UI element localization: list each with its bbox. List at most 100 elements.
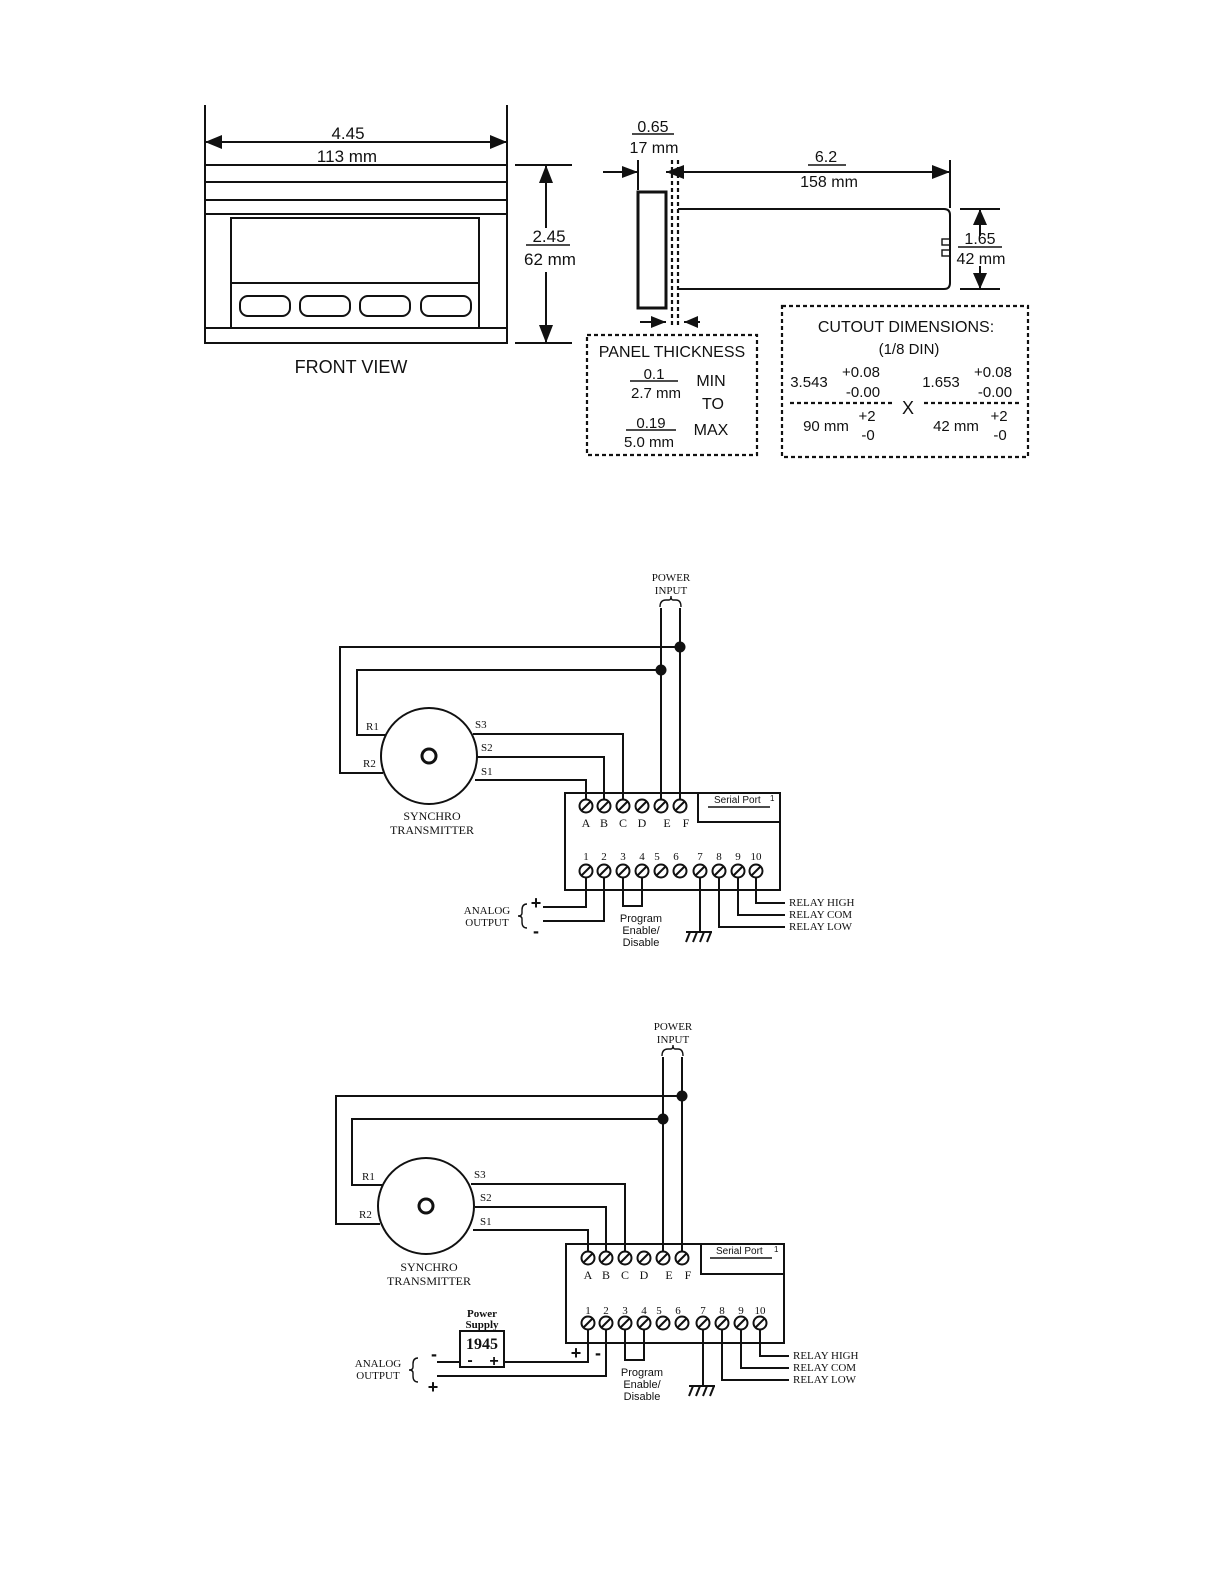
terminal-label: 8 bbox=[716, 851, 722, 863]
terminal-1 bbox=[580, 1315, 596, 1331]
power-input-label-1: POWER bbox=[654, 1021, 693, 1033]
relay-high-label: RELAY HIGH bbox=[793, 1350, 859, 1362]
terminal-2 bbox=[596, 863, 612, 879]
analog-label-1: ANALOG bbox=[464, 905, 510, 917]
terminal-label: 3 bbox=[622, 1305, 628, 1317]
terminal-label: 9 bbox=[735, 851, 741, 863]
front-display-window bbox=[230, 217, 480, 284]
program-label-1: Program bbox=[620, 913, 662, 925]
terminal-label: B bbox=[600, 816, 608, 830]
side-connector-tab bbox=[941, 238, 951, 246]
program-label-2: Enable/ bbox=[622, 925, 660, 937]
bottom-terminals: 1 2 3 4 5 6 7 8 9 10 bbox=[580, 1305, 768, 1331]
program-jumper bbox=[624, 1329, 645, 1361]
cutout-width-tol-minus: -0.00 bbox=[846, 384, 880, 401]
cutout-border bbox=[780, 304, 1030, 459]
terminal-label: A bbox=[584, 1268, 593, 1282]
analog-brace bbox=[408, 1357, 419, 1383]
wire-relay-com bbox=[740, 1329, 789, 1369]
s2-label: S2 bbox=[481, 742, 493, 754]
arrow-left bbox=[666, 165, 684, 179]
cutout-width-tol-plus: +0.08 bbox=[842, 364, 880, 381]
arrow-right bbox=[932, 165, 950, 179]
analog-brace bbox=[517, 903, 528, 929]
terminal-3 bbox=[617, 1315, 633, 1331]
wire-r2 bbox=[335, 1095, 682, 1225]
terminal-d bbox=[636, 1250, 652, 1266]
power-input-label-2: INPUT bbox=[657, 1034, 690, 1046]
panel-max-mm: 5.0 mm bbox=[624, 434, 674, 451]
terminal-label: E bbox=[663, 816, 670, 830]
side-height-mm: 42 mm bbox=[957, 251, 1006, 268]
top-terminals: A B C D E F bbox=[578, 798, 690, 830]
analog-plus-sign: + bbox=[428, 1377, 439, 1397]
program-label-2: Enable/ bbox=[623, 1379, 661, 1391]
r2-label: R2 bbox=[363, 758, 376, 770]
side-bezel-in: 0.65 bbox=[637, 119, 668, 136]
terminal-label: 6 bbox=[673, 851, 679, 863]
wire-r1 bbox=[351, 1118, 663, 1186]
terminal-b bbox=[596, 798, 612, 814]
relay-low-label: RELAY LOW bbox=[789, 921, 853, 933]
terminal-label: C bbox=[621, 1268, 629, 1282]
s1-label: S1 bbox=[480, 1216, 492, 1228]
serial-port-footnote: 1 bbox=[770, 794, 775, 803]
synchro-shaft bbox=[420, 747, 438, 765]
terminal-label: C bbox=[619, 816, 627, 830]
s2-label: S2 bbox=[480, 1192, 492, 1204]
wire-s3 bbox=[473, 733, 624, 800]
panel-thickness-border bbox=[585, 333, 759, 457]
terminal-4 bbox=[636, 1315, 652, 1331]
terminal-b bbox=[598, 1250, 614, 1266]
serial-port-label: Serial Port bbox=[716, 1246, 763, 1257]
terminal-label: 8 bbox=[719, 1305, 725, 1317]
terminal-5 bbox=[655, 1315, 671, 1331]
side-bezel bbox=[636, 190, 668, 310]
power-supply-label-2: Supply bbox=[465, 1319, 499, 1331]
terminal-2 bbox=[598, 1315, 614, 1331]
loop-plus-sign: + bbox=[571, 1343, 582, 1363]
program-label-3: Disable bbox=[624, 1391, 661, 1403]
analog-minus-sign: - bbox=[431, 1344, 437, 1364]
terminal-label: 7 bbox=[697, 851, 703, 863]
wire-relay-high bbox=[759, 1329, 789, 1357]
wire-s1 bbox=[475, 779, 587, 800]
r2-label: R2 bbox=[359, 1209, 372, 1221]
power-input-brace bbox=[661, 1044, 684, 1057]
cutout-height-tol-plus: +0.08 bbox=[974, 364, 1012, 381]
panel-max-in: 0.19 bbox=[636, 415, 665, 432]
s1-label: S1 bbox=[481, 766, 493, 778]
cutout-subtitle: (1/8 DIN) bbox=[879, 341, 940, 358]
arrow-right bbox=[622, 166, 638, 178]
wire-relay-low bbox=[718, 877, 785, 928]
side-height-in: 1.65 bbox=[964, 231, 995, 248]
analog-label-2: OUTPUT bbox=[356, 1370, 400, 1382]
terminal-label: 2 bbox=[603, 1305, 609, 1317]
power-supply-label-1: Power bbox=[467, 1308, 497, 1320]
terminal-f bbox=[674, 1250, 690, 1266]
loop-minus-sign: - bbox=[595, 1343, 601, 1363]
side-depth-mm: 158 mm bbox=[800, 174, 858, 191]
terminal-7 bbox=[695, 1315, 711, 1331]
terminal-c bbox=[615, 798, 631, 814]
arrow-right bbox=[651, 316, 666, 328]
terminal-c bbox=[617, 1250, 633, 1266]
power-supply-minus: - bbox=[467, 1352, 472, 1369]
side-depth-in: 6.2 bbox=[815, 149, 837, 166]
cutout-box: CUTOUT DIMENSIONS: (1/8 DIN) 3.543 +0.08… bbox=[780, 304, 1030, 459]
front-width-mm: 113 mm bbox=[317, 147, 377, 166]
terminal-a bbox=[578, 798, 594, 814]
wire-analog-minus bbox=[543, 877, 605, 922]
terminal-label: D bbox=[640, 1268, 649, 1282]
cutout-width-in: 3.543 bbox=[790, 374, 828, 391]
analog-plus-sign: + bbox=[531, 893, 542, 913]
terminal-label: 4 bbox=[641, 1305, 647, 1317]
side-bezel-mm: 17 mm bbox=[630, 140, 679, 157]
terminal-label: 5 bbox=[654, 851, 660, 863]
top-terminals: A B C D E F bbox=[580, 1250, 692, 1282]
cutout-height-in: 1.653 bbox=[922, 374, 960, 391]
terminal-6 bbox=[672, 863, 688, 879]
terminal-label: 3 bbox=[620, 851, 626, 863]
front-button-1 bbox=[239, 295, 291, 317]
wire-relay-com bbox=[737, 877, 785, 916]
